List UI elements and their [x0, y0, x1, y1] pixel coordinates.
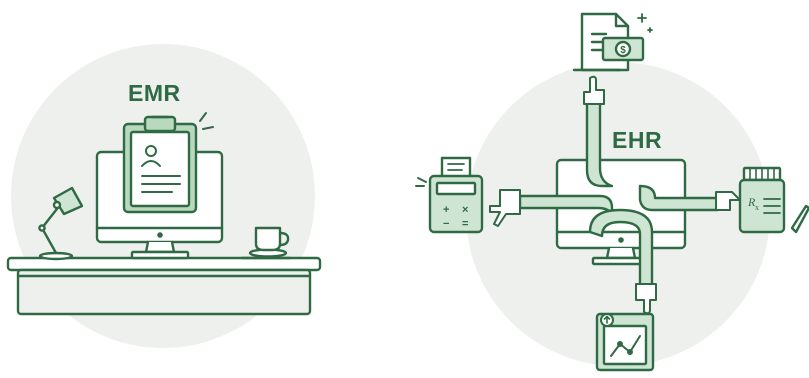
- emr-label: EMR: [128, 80, 181, 107]
- desk-icon: [8, 258, 320, 314]
- ehr-scene: $ + × − =: [416, 14, 809, 370]
- calculator-icon: + × − =: [416, 158, 482, 232]
- pencil-icon: [792, 206, 809, 232]
- svg-text:+: +: [443, 204, 449, 216]
- ehr-label: EHR: [612, 127, 662, 154]
- svg-text:$: $: [620, 45, 626, 56]
- dollar-bill-icon: $: [603, 38, 643, 60]
- sparkle-icon: [638, 14, 652, 32]
- svg-text:−: −: [443, 218, 449, 230]
- clipboard-icon: [124, 117, 196, 212]
- chart-report-icon: [597, 314, 653, 370]
- svg-text:×: ×: [462, 204, 468, 216]
- svg-text:=: =: [462, 218, 468, 230]
- prescription-bottle-icon: R x: [740, 168, 784, 232]
- svg-text:x: x: [755, 203, 759, 212]
